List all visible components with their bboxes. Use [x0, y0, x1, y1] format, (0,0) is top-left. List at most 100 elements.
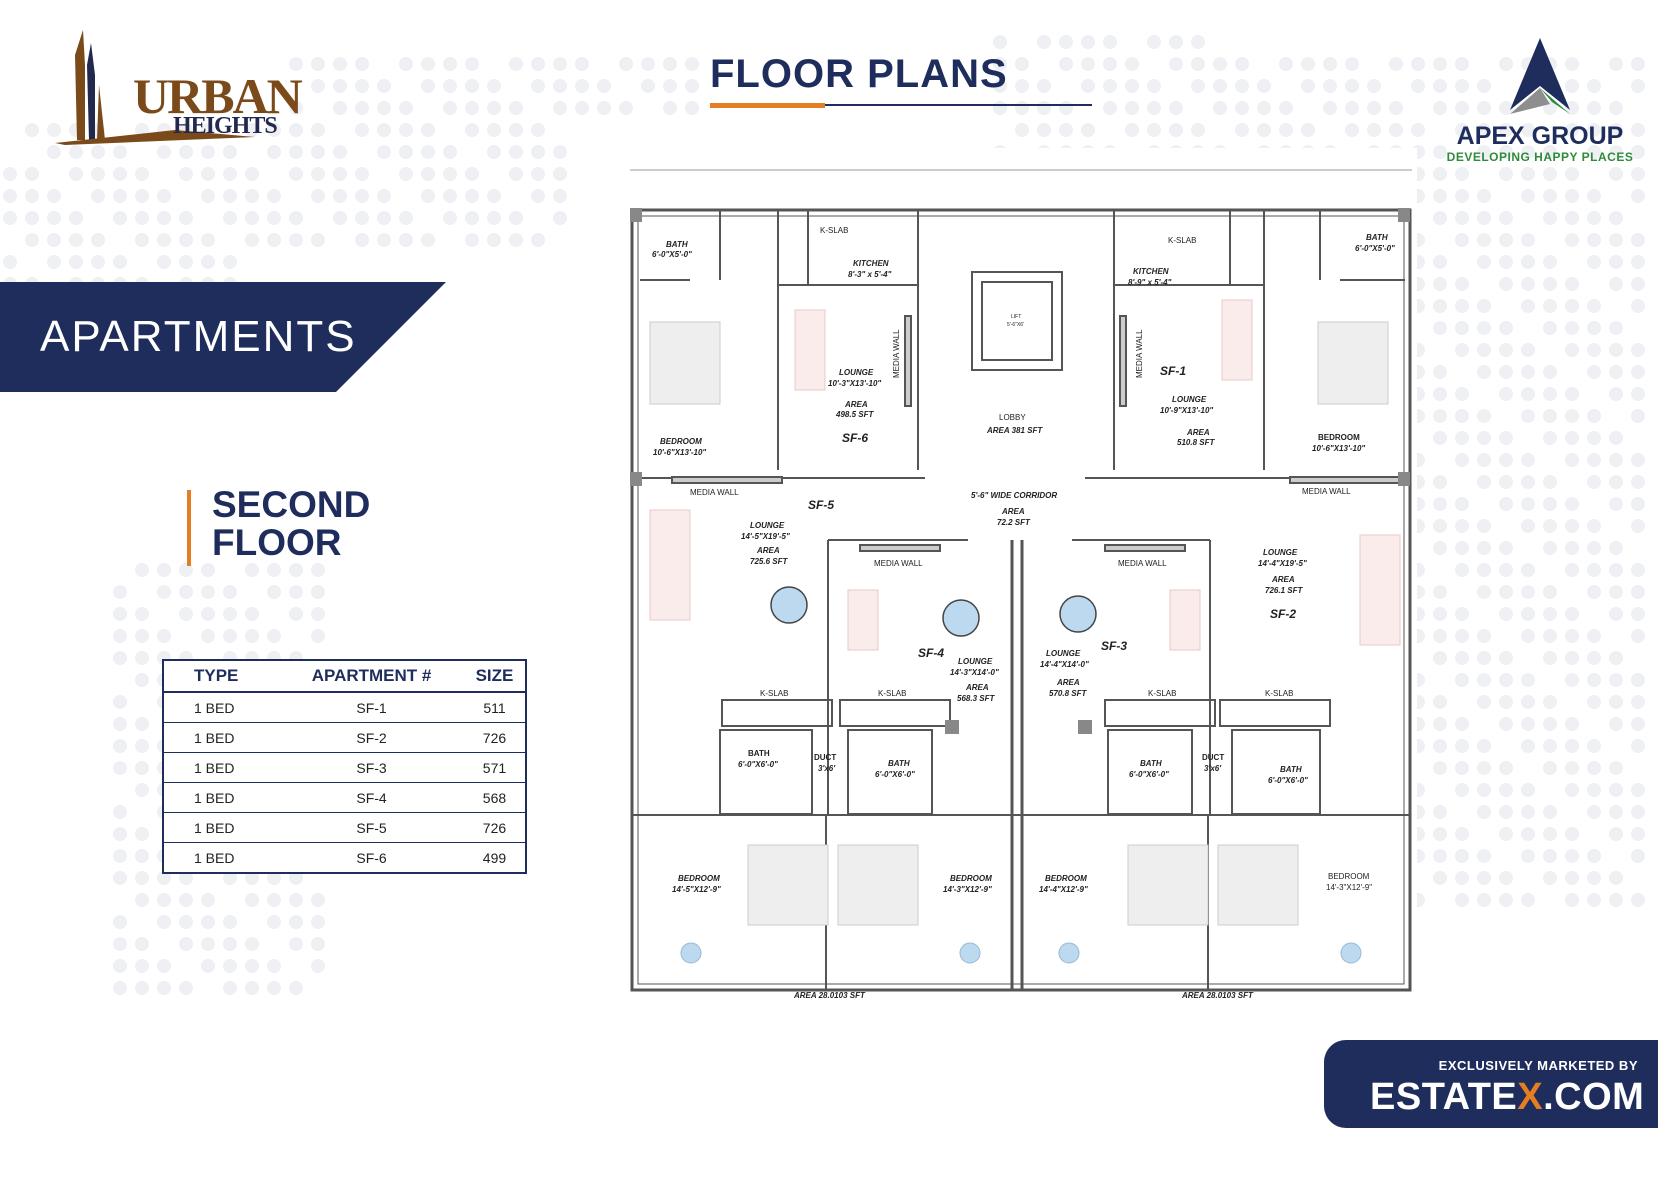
label-media-wall-4: MEDIA WALL	[874, 559, 923, 568]
cell-size: 568	[463, 782, 526, 813]
banner-text: APARTMENTS	[40, 312, 357, 361]
label-bedroom-b3-dim: 14'-4"X12'-9"	[1039, 885, 1088, 894]
cell-apartment: SF-5	[279, 812, 464, 843]
label-bedroom-tl-dim: 10'-6"X13'-10"	[653, 448, 706, 457]
label-kslab-4: K-SLAB	[1265, 689, 1293, 698]
label-balcony-l: AREA 28.0103 SFT	[793, 991, 866, 1000]
plan-sofas	[649, 299, 1401, 651]
label-bedroom-b2: BEDROOM	[950, 874, 992, 883]
estatex-b: .COM	[1543, 1076, 1645, 1118]
estatex-logo: ESTATEX.COM	[1370, 1076, 1644, 1119]
label-bedroom-b1-dim: 14'-5"X12'-9"	[672, 885, 721, 894]
label-area-sf4: AREA	[965, 683, 989, 692]
label-sf4: SF-4	[918, 646, 944, 660]
label-lounge-sf6: LOUNGE	[839, 368, 874, 377]
plan-furniture	[649, 321, 1389, 926]
label-bedroom-b3: BEDROOM	[1045, 874, 1087, 883]
table-row: 1 BED SF-6 499	[163, 842, 526, 874]
floor-plan-drawing: BATH 6'-0"X5'-0" K-SLAB KITCHEN 8'-3" x …	[630, 169, 1412, 1000]
apartment-table: TYPE APARTMENT # SIZE 1 BED SF-1 511 1 B…	[162, 659, 527, 874]
label-bedroom-b1: BEDROOM	[678, 874, 720, 883]
label-lift-dim: 5'-6"X6'	[1007, 322, 1024, 328]
table-header-row: TYPE APARTMENT # SIZE	[163, 660, 526, 693]
label-area-sf1: AREA	[1186, 428, 1210, 437]
plan-labels: BATH 6'-0"X5'-0" K-SLAB KITCHEN 8'-3" x …	[652, 226, 1395, 1000]
label-media-wall-r: MEDIA WALL	[1135, 329, 1144, 378]
label-kslab-tl: K-SLAB	[820, 226, 848, 235]
label-sf3: SF-3	[1101, 639, 1127, 653]
title-underline	[710, 104, 1092, 106]
cell-type: 1 BED	[163, 722, 280, 753]
label-media-wall-l: MEDIA WALL	[892, 329, 901, 378]
cell-apartment: SF-3	[279, 752, 464, 783]
cell-type: 1 BED	[163, 752, 280, 783]
label-area-sf6: AREA	[844, 400, 868, 409]
floor-plan: BATH 6'-0"X5'-0" K-SLAB KITCHEN 8'-3" x …	[612, 148, 1417, 1006]
label-sf1: SF-1	[1160, 364, 1186, 378]
label-area-cor-val: 72.2 SFT	[997, 518, 1031, 527]
label-area-sf3: AREA	[1056, 678, 1080, 687]
label-area-sf3-val: 570.8 SFT	[1049, 689, 1087, 698]
cell-apartment: SF-1	[279, 692, 464, 723]
label-lounge-sf6-dim: 10'-3"X13'-10"	[828, 379, 881, 388]
cell-size: 571	[463, 752, 526, 783]
tower-logo-icon	[55, 30, 255, 145]
unit-labels: SF-6 SF-1 SF-5 SF-2 SF-4 SF-3	[808, 364, 1296, 660]
label-kslab-tr: K-SLAB	[1168, 236, 1196, 245]
logo-sub: HEIGHTS	[173, 113, 278, 139]
label-lounge-sf4-dim: 14'-3"X14'-0"	[950, 668, 999, 677]
col-size: SIZE	[463, 660, 526, 693]
label-bedroom-b2-dim: 14'-3"X12'-9"	[943, 885, 992, 894]
banner-shape	[0, 282, 446, 392]
label-bath-tl: BATH	[666, 240, 688, 249]
marketed-by-text: EXCLUSIVELY MARKETED BY	[1438, 1058, 1638, 1073]
label-lobby: LOBBY	[999, 413, 1026, 422]
label-bath-b4: BATH	[1280, 765, 1302, 774]
label-lounge-sf1: LOUNGE	[1172, 395, 1207, 404]
label-bedroom-tl: BEDROOM	[660, 437, 702, 446]
label-sf2: SF-2	[1270, 607, 1296, 621]
label-duct-r: DUCT	[1202, 753, 1224, 762]
label-lounge-sf3: LOUNGE	[1046, 649, 1081, 658]
label-bath-b1: BATH	[748, 749, 770, 758]
label-area-sf2-val: 726.1 SFT	[1265, 586, 1303, 595]
dining-tables	[770, 586, 1097, 637]
table-row: 1 BED SF-4 568	[163, 782, 526, 813]
label-bath-b3-dim: 6'-0"X6'-0"	[1129, 770, 1169, 779]
table-row: 1 BED SF-2 726	[163, 722, 526, 753]
apartments-banner: APARTMENTS	[0, 282, 450, 392]
cell-size: 726	[463, 812, 526, 843]
label-area-sf6-val: 498.5 SFT	[835, 410, 874, 419]
apex-group-logo: APEX GROUP DEVELOPING HAPPY PLACES	[1440, 38, 1640, 168]
label-area-sf1-val: 510.8 SFT	[1177, 438, 1215, 447]
label-lift: LIFT	[1011, 314, 1021, 320]
label-bedroom-b4: BEDROOM	[1328, 872, 1370, 881]
label-kslab-2: K-SLAB	[878, 689, 906, 698]
col-apartment: APARTMENT #	[279, 660, 464, 693]
label-media-wall-ml: MEDIA WALL	[690, 488, 739, 497]
label-duct-l: DUCT	[814, 753, 836, 762]
title-accent-bar	[710, 103, 825, 108]
logo-word: URBAN	[133, 68, 303, 124]
label-bath-tl-dim: 6'-0"X5'-0"	[652, 250, 692, 259]
label-lounge-sf5-dim: 14'-5"X19'-5"	[741, 532, 790, 541]
label-area-sf5: AREA	[756, 546, 780, 555]
apex-mountain-icon	[1510, 38, 1570, 114]
label-bath-b4-dim: 6'-0"X6'-0"	[1268, 776, 1308, 785]
label-bedroom-b4-dim: 14'-3"X12'-9"	[1326, 883, 1372, 892]
col-type: TYPE	[163, 660, 280, 693]
table-row: 1 BED SF-1 511	[163, 692, 526, 723]
table-row: 1 BED SF-5 726	[163, 812, 526, 843]
urban-heights-logo: URBAN HEIGHTS	[55, 25, 303, 145]
estatex-x: X	[1517, 1076, 1544, 1118]
label-kslab-1: K-SLAB	[760, 689, 788, 698]
cell-size: 726	[463, 722, 526, 753]
label-kitchen-r: KITCHEN	[1133, 267, 1169, 276]
label-balcony-r: AREA 28.0103 SFT	[1181, 991, 1254, 1000]
cell-type: 1 BED	[163, 782, 280, 813]
label-duct-l-dim: 3'x6'	[818, 764, 836, 773]
cell-apartment: SF-4	[279, 782, 464, 813]
cell-apartment: SF-6	[279, 842, 464, 874]
label-sf6: SF-6	[842, 431, 868, 445]
label-area-sf5-val: 725.6 SFT	[750, 557, 788, 566]
